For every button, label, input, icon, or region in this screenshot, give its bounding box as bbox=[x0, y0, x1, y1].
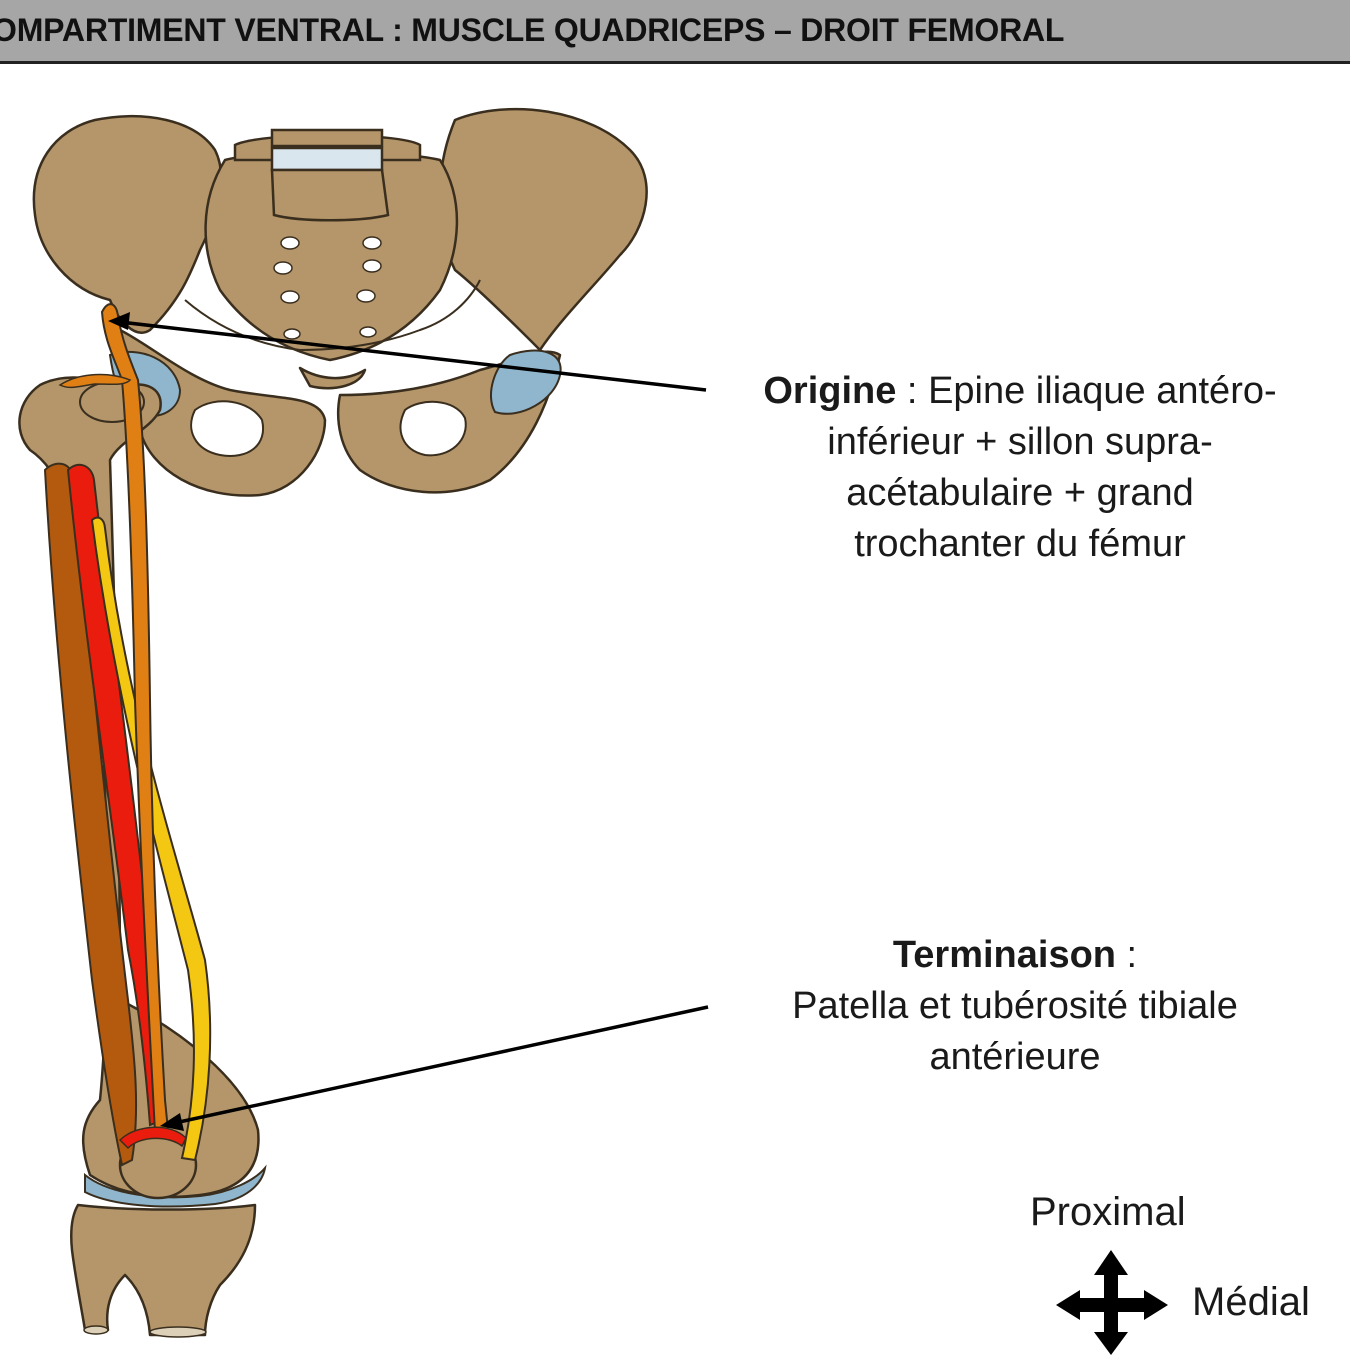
rectus-femoris bbox=[100, 303, 170, 1134]
terminaison-line-1: Terminaison : bbox=[715, 930, 1315, 981]
origin-line-2: inférieur + sillon supra- bbox=[827, 421, 1213, 463]
vastus-medialis bbox=[90, 516, 212, 1162]
compass-cross-icon bbox=[1056, 1250, 1168, 1355]
compass-proximal-label: Proximal bbox=[1030, 1190, 1186, 1234]
terminaison-line-2: Patella et tubérosité tibiale bbox=[792, 985, 1238, 1027]
terminaison-annotation: Terminaison : Patella et tubérosité tibi… bbox=[715, 930, 1315, 1083]
terminaison-separator: : bbox=[1116, 934, 1138, 976]
origin-separator: : bbox=[896, 370, 929, 412]
terminaison-heading: Terminaison bbox=[892, 934, 1116, 976]
vertebra bbox=[233, 128, 422, 222]
tibia-bone bbox=[70, 1203, 257, 1337]
header-bar: OMPARTIMENT VENTRAL : MUSCLE QUADRICEPS … bbox=[0, 0, 1350, 64]
terminaison-line-3: antérieure bbox=[929, 1036, 1101, 1078]
origin-text-1: Epine iliaque antéro- bbox=[928, 370, 1277, 412]
origin-annotation: Origine : Epine iliaque antéro- inférieu… bbox=[720, 366, 1320, 570]
arrow-terminaison bbox=[160, 1005, 709, 1131]
origin-line-1: Origine : Epine iliaque antéro- bbox=[720, 366, 1320, 417]
page-title: OMPARTIMENT VENTRAL : MUSCLE QUADRICEPS … bbox=[0, 12, 1065, 48]
origin-line-3: acétabulaire + grand bbox=[846, 472, 1194, 514]
compass-medial-label: Médial bbox=[1192, 1280, 1310, 1324]
origin-heading: Origine bbox=[763, 370, 897, 412]
origin-line-4: trochanter du fémur bbox=[854, 523, 1186, 565]
arrow-origin bbox=[108, 312, 707, 392]
